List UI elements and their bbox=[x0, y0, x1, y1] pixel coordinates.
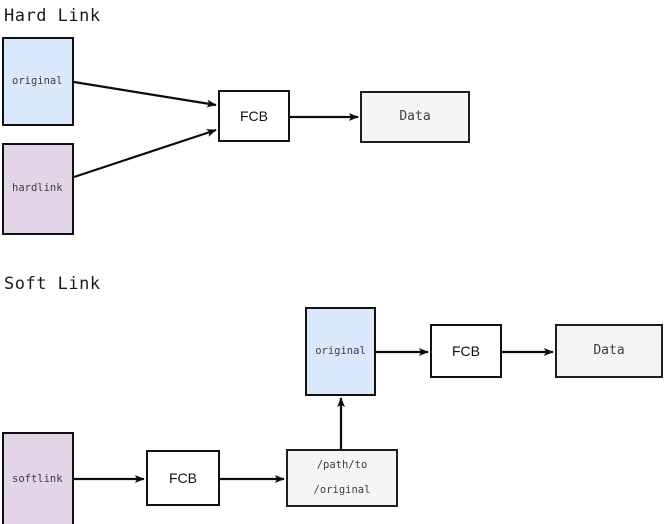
hard-original-node[interactable]: original bbox=[2, 37, 74, 126]
hard-link-heading: Hard Link bbox=[4, 6, 101, 26]
soft-data-node[interactable]: Data bbox=[555, 324, 663, 378]
soft-original-label: original bbox=[315, 344, 366, 357]
soft-link-heading: Soft Link bbox=[4, 274, 101, 294]
soft-fcb-bottom-label: FCB bbox=[169, 469, 197, 486]
hard-hardlink-label: hardlink bbox=[12, 182, 63, 195]
hard-data-label: Data bbox=[399, 108, 431, 124]
soft-fcb-bottom-node[interactable]: FCB bbox=[146, 450, 220, 506]
hard-hardlink-node[interactable]: hardlink bbox=[2, 143, 74, 235]
soft-fcb-top-label: FCB bbox=[452, 342, 480, 359]
soft-data-label: Data bbox=[593, 342, 625, 358]
soft-softlink-label: softlink bbox=[12, 473, 63, 486]
soft-path-line2: /original bbox=[313, 483, 371, 496]
soft-path-line1: /path/to bbox=[316, 459, 368, 472]
hard-fcb-label: FCB bbox=[240, 107, 268, 124]
hard-fcb-node[interactable]: FCB bbox=[218, 90, 290, 142]
soft-softlink-node[interactable]: softlink bbox=[2, 432, 74, 524]
hard-original-label: original bbox=[12, 74, 63, 87]
soft-fcb-top-node[interactable]: FCB bbox=[430, 324, 502, 378]
edge-hard-hardlink-to-fcb bbox=[73, 128, 217, 179]
hard-data-node[interactable]: Data bbox=[360, 91, 470, 143]
soft-path-node[interactable]: /path/to /original bbox=[286, 449, 398, 507]
soft-original-node[interactable]: original bbox=[305, 307, 376, 396]
edge-hard-original-to-fcb bbox=[73, 80, 217, 108]
